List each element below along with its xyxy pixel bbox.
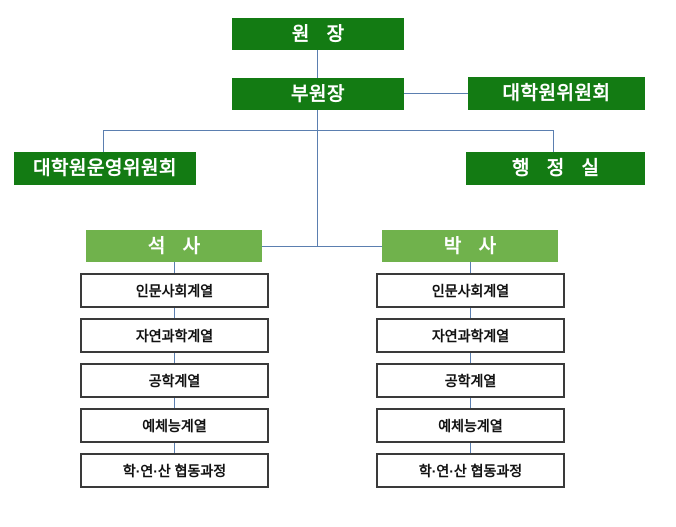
node-doctorate-program-2[interactable]: 자연과학계열	[376, 318, 565, 353]
node-doctorate-program-4[interactable]: 예체능계열	[376, 408, 565, 443]
connector-branch-bar	[103, 130, 553, 131]
node-doctorate-program-5[interactable]: 학·연·산 협동과정	[376, 453, 565, 488]
node-vice-president[interactable]: 부원장	[232, 78, 404, 110]
node-masters-program-2[interactable]: 자연과학계열	[80, 318, 269, 353]
node-masters-program-3[interactable]: 공학계열	[80, 363, 269, 398]
connector-doctorate-to-program-1	[470, 262, 471, 273]
connector-masters-program-4-to-5	[174, 443, 175, 455]
connector-masters-program-2-to-3	[174, 353, 175, 365]
connector-doctorate-program-4-to-5	[470, 443, 471, 455]
node-masters-program-4[interactable]: 예체능계열	[80, 408, 269, 443]
node-doctorate-program-1[interactable]: 인문사회계열	[376, 273, 565, 308]
node-doctorate[interactable]: 박 사	[382, 230, 558, 262]
connector-president-to-vice-president	[317, 50, 318, 78]
connector-masters-to-program-1	[174, 262, 175, 273]
connector-drop-graduate-steering-committee	[103, 130, 104, 152]
connector-masters-program-1-to-2	[174, 308, 175, 320]
connector-drop-administration-office	[553, 130, 554, 152]
node-masters-program-1[interactable]: 인문사회계열	[80, 273, 269, 308]
node-masters[interactable]: 석 사	[86, 230, 262, 262]
connector-doctorate-program-3-to-4	[470, 398, 471, 410]
node-graduate-committee[interactable]: 대학원위원회	[468, 77, 645, 110]
connector-degree-bar	[262, 246, 382, 247]
node-president[interactable]: 원 장	[232, 18, 404, 50]
connector-vice-president-trunk	[317, 110, 318, 247]
node-doctorate-program-3[interactable]: 공학계열	[376, 363, 565, 398]
connector-doctorate-program-2-to-3	[470, 353, 471, 365]
node-graduate-steering-committee[interactable]: 대학원운영위원회	[14, 152, 196, 185]
node-masters-program-5[interactable]: 학·연·산 협동과정	[80, 453, 269, 488]
node-administration-office[interactable]: 행 정 실	[466, 152, 645, 185]
connector-doctorate-program-1-to-2	[470, 308, 471, 320]
connector-masters-program-3-to-4	[174, 398, 175, 410]
connector-vice-president-to-graduate-committee	[404, 93, 468, 94]
